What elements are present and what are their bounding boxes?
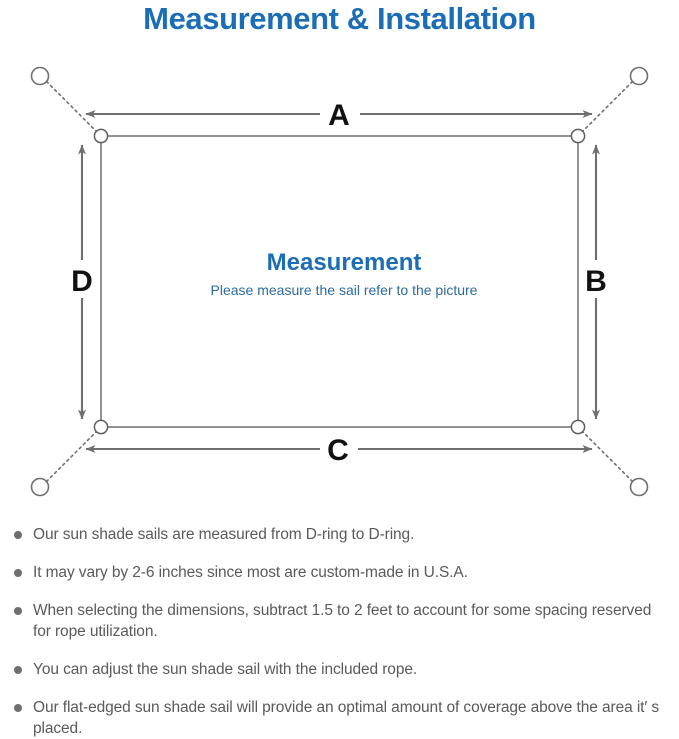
note-text: It may vary by 2-6 inches since most are… [33,564,468,581]
note-text: Our flat-edged sun shade sail will provi… [33,699,660,737]
list-item: Our flat-edged sun shade sail will provi… [0,697,679,739]
dimension-label-a: A [328,99,350,132]
anchor-point-top-right [629,66,649,86]
list-item: Our sun shade sails are measured from D-… [0,524,679,545]
note-text: Our sun shade sails are measured from D-… [33,526,415,543]
anchor-point-bottom-right [629,477,649,497]
bullet-icon [14,607,22,615]
d-ring-bottom-left [93,419,109,435]
d-ring-bottom-right [570,419,586,435]
dimension-label-d: D [71,265,93,298]
diagram-center-subtext: Please measure the sail refer to the pic… [211,282,478,298]
notes-list: Our sun shade sails are measured from D-… [0,524,679,739]
shade-sail-rectangle [100,135,579,428]
diagram-center-heading: Measurement [267,249,422,276]
note-text: You can adjust the sun shade sail with t… [33,661,418,678]
rope-top-right [579,80,634,135]
rope-bottom-right [579,428,634,483]
anchor-point-bottom-left [30,477,50,497]
page-title: Measurement & Installation [143,1,536,36]
list-item: It may vary by 2-6 inches since most are… [0,562,679,583]
bullet-icon [14,666,22,674]
rope-bottom-left [45,428,100,483]
measurement-diagram: A C D B Measurement Please measure the s… [0,48,679,518]
dimension-label-b: B [585,265,607,298]
d-ring-top-left [93,128,109,144]
anchor-point-top-left [30,66,50,86]
bullet-icon [14,531,22,539]
dimension-label-c: C [327,434,349,467]
bullet-icon [14,569,22,577]
list-item: When selecting the dimensions, subtract … [0,600,679,642]
d-ring-top-right [570,128,586,144]
note-text: When selecting the dimensions, subtract … [33,602,652,640]
rope-top-left [45,80,100,135]
list-item: You can adjust the sun shade sail with t… [0,659,679,680]
bullet-icon [14,704,22,712]
